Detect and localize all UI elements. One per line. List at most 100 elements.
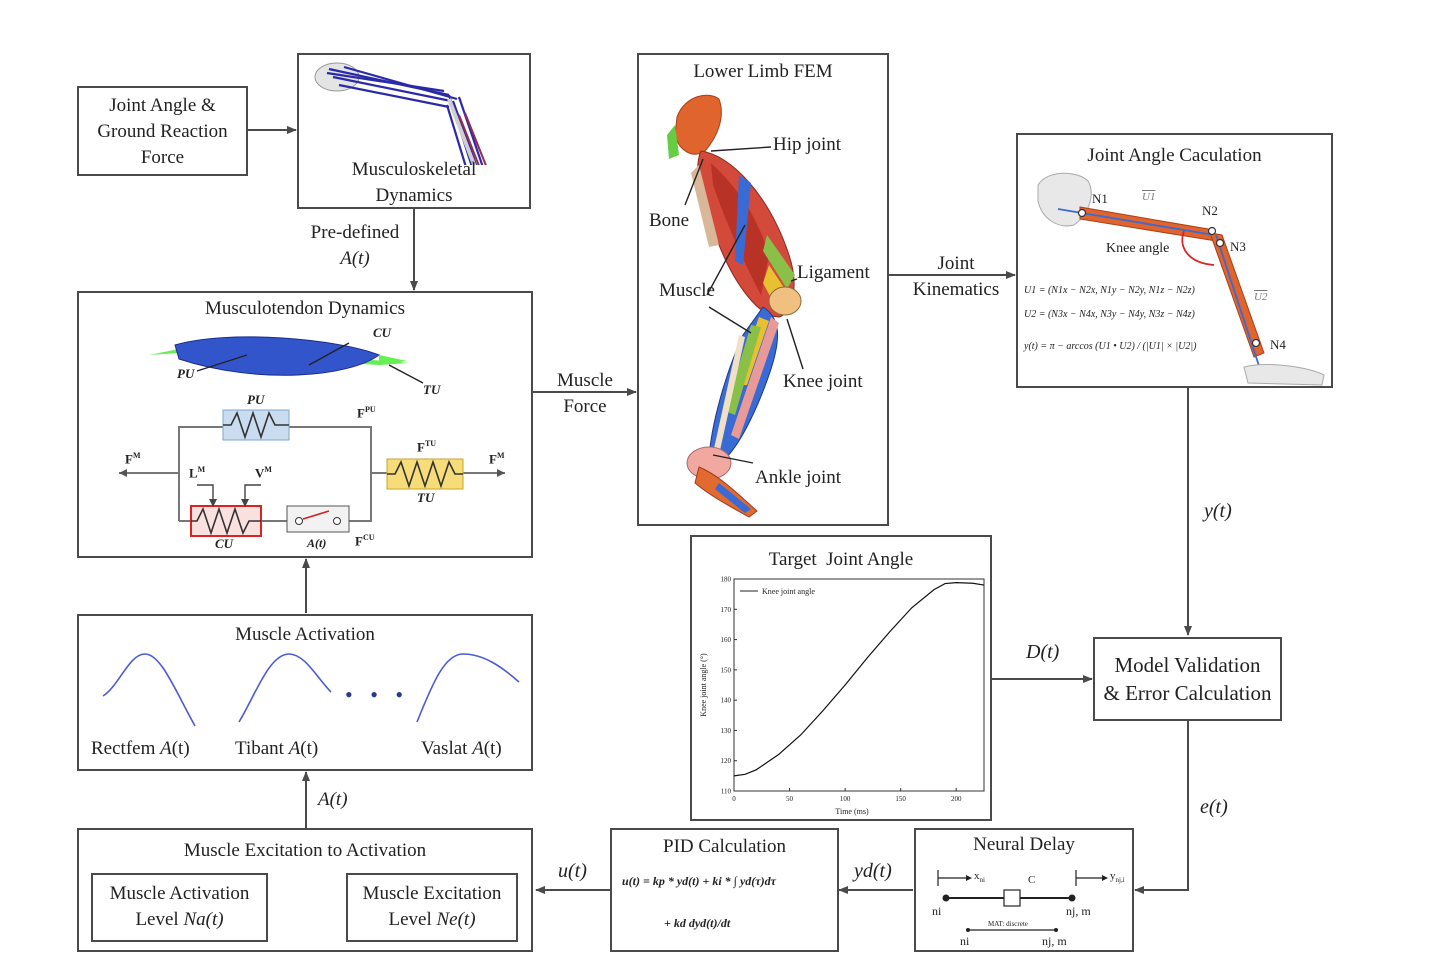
excitation-title: Muscle Excitation to Activation [183, 840, 427, 861]
neural-njm-label: nj, m [1066, 904, 1091, 918]
fem-title: Lower Limb FEM [693, 61, 833, 82]
y-tick-label: 150 [721, 666, 732, 674]
activation-dots: • • • [345, 682, 410, 707]
knee-angle-label: Knee angle [1106, 241, 1170, 256]
neural-mat-label: MAT: discrete [988, 920, 1028, 928]
node-n3-label: N3 [1230, 239, 1246, 254]
fm-left-label: FM [125, 451, 141, 467]
jac-title: Joint Angle Caculation [1087, 145, 1262, 166]
tibant-activation-curve [238, 653, 332, 723]
fem-ligament-label: Ligament [797, 262, 870, 283]
joint-kinematics-line2: Kinematics [912, 279, 1000, 300]
vaslat-activation-curve [416, 653, 520, 723]
activation-level-box: Muscle Activation Level Na(t) [91, 873, 268, 942]
tibant-label: Tibant A(t) [235, 738, 319, 759]
muscle-force-line2: Force [563, 396, 607, 417]
musculoskeletal-dynamics-box: Musculoskeletal Dynamics [297, 53, 531, 209]
u1-vector-label: U1 [1142, 191, 1156, 203]
node-n4-label: N4 [1270, 337, 1286, 352]
lower-limb-fem-box: Lower Limb FEM Hip [637, 53, 889, 526]
muscle-force-line1: Muscle [557, 370, 613, 391]
jac-equation-1: U1 = (N1x − N2x, N1y − N2y, N1z − N2z) [1024, 285, 1195, 296]
spring-pu-label: PU [247, 392, 265, 407]
neural-x-input: xni [974, 870, 985, 885]
input-line3: Force [140, 147, 185, 168]
predefined-label: Pre-defined A(t) [300, 220, 410, 272]
jac-equation-3: y(t) = π − arccos (U1 • U2) / (|U1| × |U… [1024, 341, 1197, 352]
y-tick-label: 180 [721, 576, 732, 584]
x-tick-label: 0 [732, 795, 736, 803]
y-tick-label: 140 [721, 697, 732, 705]
switch-label: A(t) [307, 536, 327, 550]
chart-ylabel: Knee joint angle (°) [699, 653, 708, 717]
et-label: e(t) [1200, 796, 1228, 818]
jac-equation-2: U2 = (N3x − N4x, N3y − N4y, N3z − N4z) [1024, 309, 1195, 320]
joint-angle-calculation-box: Joint Angle Caculation N1 N2 N3 N4 Knee … [1016, 133, 1333, 388]
muscle-activation-box: Muscle Activation • • • Rectfem A(t) Tib… [77, 614, 533, 771]
fem-bone-label: Bone [649, 210, 690, 231]
x-tick-label: 150 [895, 795, 906, 803]
x-tick-label: 200 [951, 795, 962, 803]
lower-limb-fem-illustration [667, 94, 804, 518]
pid-equation-2: + kd dyd(t)/dt [664, 916, 731, 930]
ut-label: u(t) [558, 860, 587, 882]
muscle-force-label: Muscle Force [540, 368, 630, 420]
neural-ni-label: ni [932, 904, 942, 918]
fem-hip-label: Hip joint [773, 134, 842, 155]
spring-tu-label: TU [417, 490, 435, 505]
at-arrow-label: A(t) [318, 789, 348, 810]
musculotendon-illustration [119, 336, 505, 537]
target-title: Target Joint Angle [768, 549, 914, 570]
knee-angle-illustration [1037, 172, 1325, 386]
activation-level-line1: Muscle Activation [109, 883, 250, 904]
y-tick-label: 130 [721, 727, 732, 735]
chart-xlabel: Time (ms) [835, 807, 869, 816]
musculotendon-dynamics-box: Musculotendon Dynamics [77, 291, 533, 558]
mtd-title: Musculotendon Dynamics [204, 298, 405, 319]
node-n2-label: N2 [1202, 203, 1218, 218]
excitation-level-line1: Muscle Excitation [362, 883, 502, 904]
vaslat-label: Vaslat A(t) [421, 738, 502, 759]
neural-y-output: ynj,i [1110, 870, 1125, 885]
neural-c-label: C [1028, 874, 1036, 886]
y-tick-label: 120 [721, 757, 732, 765]
y-tick-label: 160 [721, 636, 732, 644]
fpu-label: FPU [357, 405, 376, 421]
joint-angle-input-box: Joint Angle & Ground Reaction Force [77, 86, 248, 176]
ydt-label: yd(t) [854, 860, 892, 882]
neural-delay-box: Neural Delay xni ynj,i C ni nj, m MAT: d… [914, 828, 1134, 952]
activation-title: Muscle Activation [235, 624, 375, 645]
rectfem-activation-curve [102, 653, 196, 727]
musculoskeletal-leg-illustration [314, 62, 487, 165]
joint-kinematics-label: Joint Kinematics [900, 251, 1012, 303]
x-tick-label: 100 [840, 795, 851, 803]
pid-title: PID Calculation [663, 836, 786, 857]
input-line2: Ground Reaction [97, 121, 228, 142]
fcu-label: FCU [355, 533, 375, 549]
neural-title: Neural Delay [973, 834, 1075, 855]
neural-delay-diagram [937, 870, 1108, 932]
excitation-level-box: Muscle Excitation Level Ne(t) [346, 873, 518, 942]
lm-label: LM [189, 465, 206, 481]
target-joint-angle-box: Target Joint Angle Knee joint angle Knee… [690, 535, 992, 821]
arrow-validation-to-neural [1134, 721, 1189, 894]
joint-kinematics-line1: Joint [937, 253, 975, 274]
spring-cu-label: CU [215, 536, 234, 551]
mtd-cu-label: CU [373, 325, 392, 340]
excitation-level-line2: Level Ne(t) [388, 909, 476, 930]
validation-line2: & Error Calculation [1103, 681, 1272, 705]
ftu-label: FTU [417, 439, 437, 455]
node-n1-label: N1 [1092, 191, 1108, 206]
chart-legend-label: Knee joint angle [762, 587, 815, 596]
fem-ankle-label: Ankle joint [755, 467, 842, 488]
model-validation-box: Model Validation & Error Calculation [1093, 637, 1282, 721]
fm-right-label: FM [489, 451, 505, 467]
u2-vector-label: U2 [1254, 291, 1268, 303]
neural-njm2-label: nj, m [1042, 934, 1067, 948]
x-tick-label: 50 [786, 795, 794, 803]
input-line1: Joint Angle & [109, 95, 216, 116]
neural-ni2-label: ni [960, 934, 970, 948]
validation-line1: Model Validation [1114, 653, 1261, 677]
pid-calculation-box: PID Calculation u(t) = kp * yd(t) + ki *… [610, 828, 839, 952]
